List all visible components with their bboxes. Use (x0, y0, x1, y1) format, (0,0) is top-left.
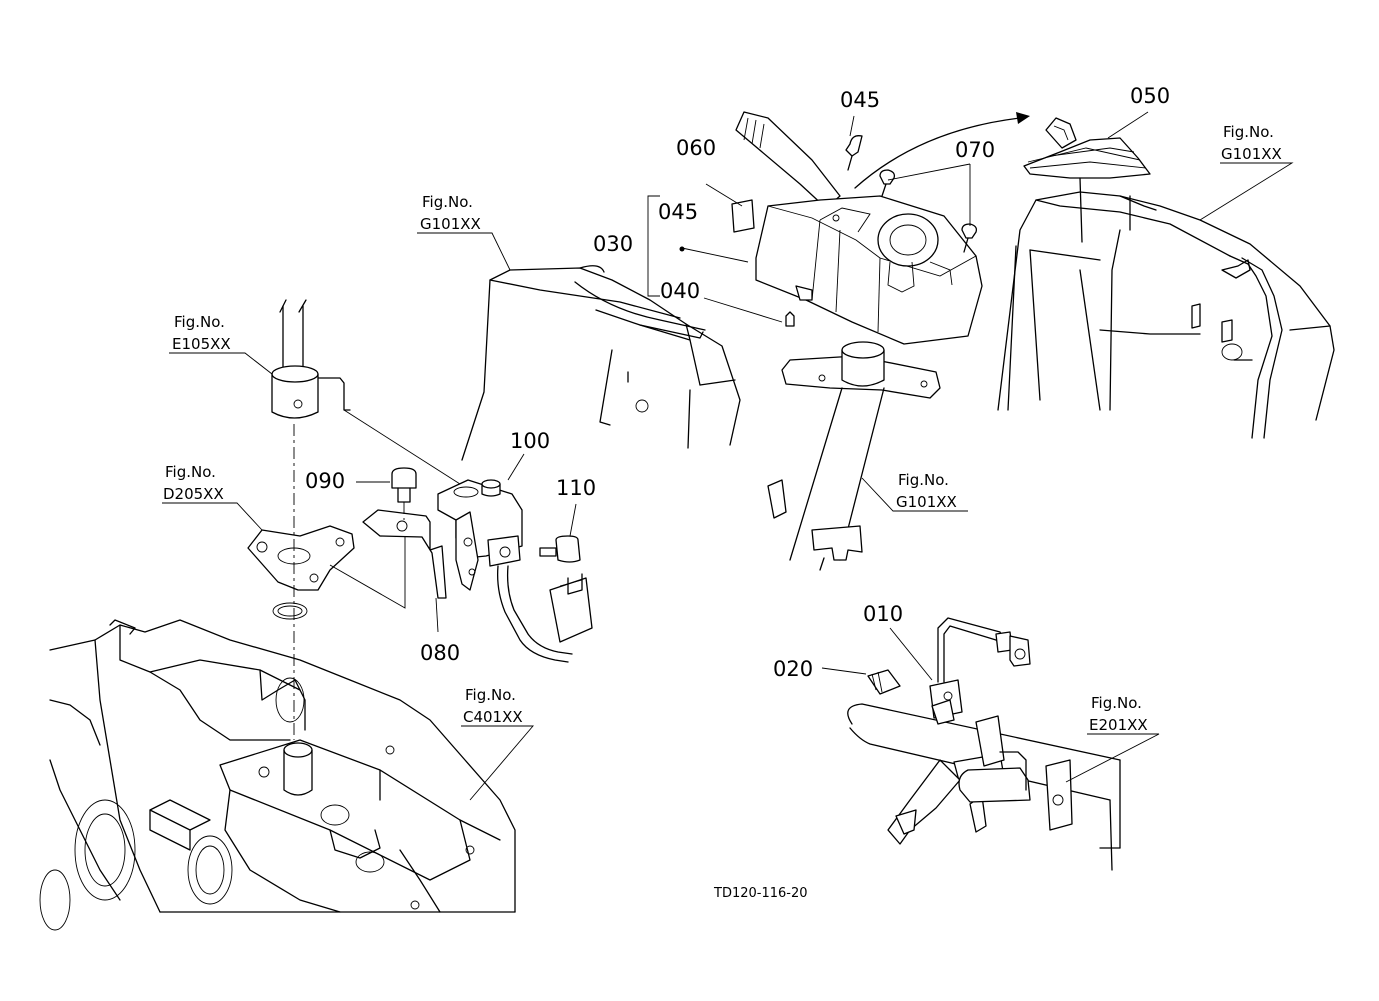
fig-ref-d205-label: Fig.No. (165, 463, 216, 481)
callout-010: 010 (863, 602, 903, 626)
callout-045-upper: 045 (840, 88, 880, 112)
fig-ref-c401-code: C401XX (463, 708, 523, 726)
right-panel (997, 191, 1335, 439)
callout-045-left: 045 (658, 200, 698, 224)
callout-110: 110 (556, 476, 596, 500)
fig-ref-g101-left-code: G101XX (420, 215, 481, 233)
callout-100: 100 (510, 429, 550, 453)
fig-ref-e201-code: E201XX (1089, 716, 1148, 734)
fig-ref-g101-left-label: Fig.No. (422, 193, 473, 211)
drawing-number: TD120-116-20 (713, 886, 808, 901)
fig-ref-e105-code: E105XX (172, 335, 231, 353)
callout-090: 090 (305, 469, 345, 493)
steering-panel (461, 265, 741, 461)
fig-ref-c401-label: Fig.No. (465, 686, 516, 704)
callout-070: 070 (955, 138, 995, 162)
sensor-assembly (343, 409, 593, 663)
steering-shaft (767, 387, 885, 571)
transmission-housing (39, 619, 516, 931)
leader-lines (162, 111, 1294, 801)
fig-ref-g101-mid-label: Fig.No. (898, 471, 949, 489)
callout-labels: 010 020 030 040 045 045 050 060 070 080 … (305, 84, 1170, 681)
dust-boot (854, 112, 1151, 243)
fig-ref-g101-mid-code: G101XX (896, 493, 957, 511)
callout-020: 020 (773, 657, 813, 681)
figure-references: Fig.No. E105XX Fig.No. D205XX Fig.No. G1… (163, 123, 1282, 734)
callout-060: 060 (676, 136, 716, 160)
callout-050: 050 (1130, 84, 1170, 108)
fig-ref-d205-code: D205XX (163, 485, 224, 503)
switch-assembly (847, 617, 1121, 871)
callout-040: 040 (660, 279, 700, 303)
fig-ref-e105-label: Fig.No. (174, 313, 225, 331)
fig-ref-g101-right-code: G101XX (1221, 145, 1282, 163)
combination-switch (679, 111, 983, 399)
fig-ref-e201-label: Fig.No. (1091, 694, 1142, 712)
callout-030: 030 (593, 232, 633, 256)
callout-080: 080 (420, 641, 460, 665)
fig-ref-g101-right-label: Fig.No. (1223, 123, 1274, 141)
